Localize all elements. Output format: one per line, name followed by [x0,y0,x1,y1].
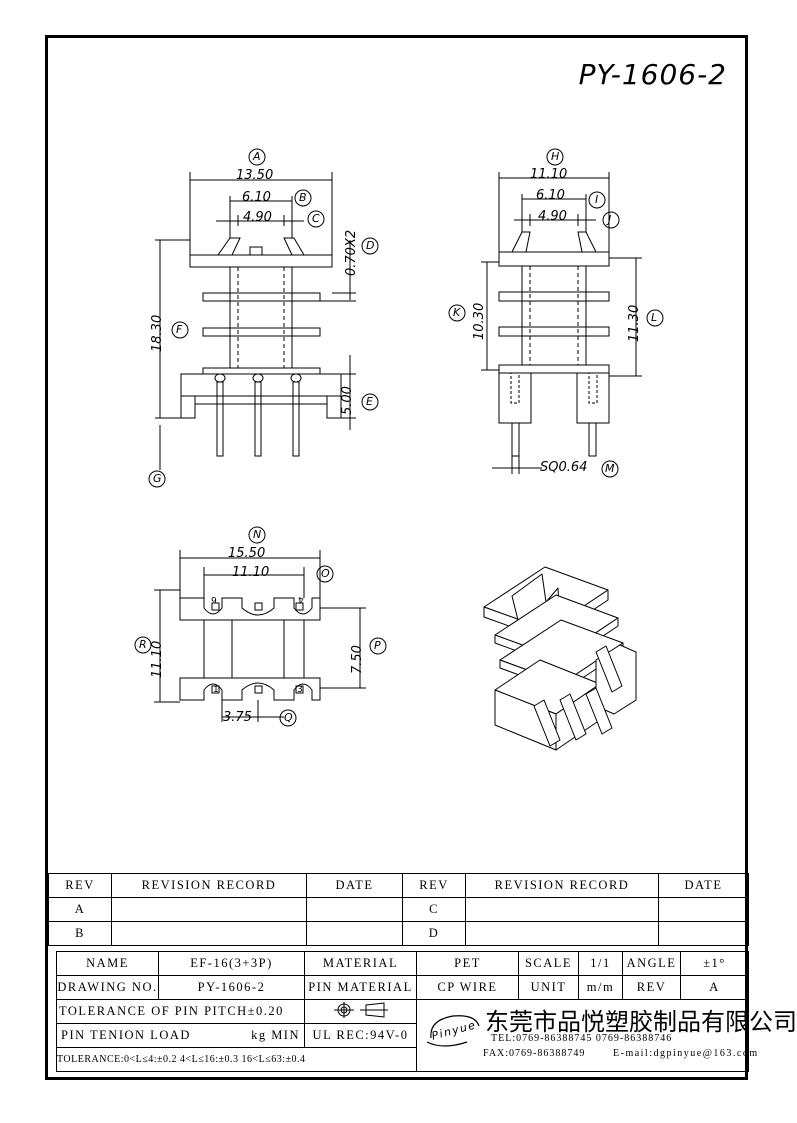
name-value: EF-16(3+3P) [158,951,305,976]
company-fax: FAX:0769-86388749 [483,1048,586,1059]
callout-Q: Q [284,711,293,724]
rev-cell: B [48,921,112,946]
callout-R: R [139,638,147,651]
unit-value: m/m [578,975,623,1000]
drawing-number-title: PY-1606-2 [578,58,727,91]
date-cell [306,897,403,922]
company-name: 东莞市品悦塑胶制品有限公司 [485,1008,797,1036]
callout-I: I [595,193,599,206]
callout-B: B [299,191,307,204]
rev-cell: A [48,897,112,922]
revision-header-row: REV REVISION RECORD DATE REV REVISION RE… [48,873,749,898]
pin-tension-unit: kg MIN [251,1028,300,1042]
dim-A-value: 13.50 [236,168,274,183]
callout-M: M [605,462,615,475]
callout-H: H [551,150,560,163]
logo-icon [426,1015,480,1047]
callout-J: J [608,213,612,226]
record-cell [111,921,307,946]
material-label: MATERIAL [304,951,417,976]
rev-value: A [680,975,749,1000]
record-cell [111,897,307,922]
front-view [155,172,356,470]
unit-label: UNIT [518,975,579,1000]
date-cell [306,921,403,946]
dim-N-value: 15.50 [228,546,266,561]
technical-drawing [154,172,642,751]
callout-D: D [366,239,375,252]
callout-L: L [651,311,658,324]
record-cell [465,897,659,922]
table-row: A C [48,897,749,922]
isometric-view [483,566,637,751]
date-header: DATE [306,873,403,898]
pin-material-label: PIN MATERIAL [304,975,417,1000]
pin-tension-label: PIN TENION LOAD [61,1028,191,1042]
tolerance-line: TOLERANCE:0<L≤4:±0.2 4<L≤16:±0.3 16<L≤63… [56,1047,417,1072]
drawing-frame [45,35,748,1080]
drawing-no-value: PY-1606-2 [158,975,305,1000]
pin-label-3: 3 [297,685,303,695]
title-row-5: TOLERANCE:0<L≤4:±0.2 4<L≤16:±0.3 16<L≤63… [56,1047,749,1072]
dim-B-value: 6.10 [242,190,271,205]
material-value: PET [416,951,519,976]
title-row-4: PIN TENION LOAD kg MIN UL REC:94V-0 [56,1023,749,1048]
revision-record-header-2: REVISION RECORD [465,873,659,898]
callout-O: O [321,567,330,580]
callout-N: N [253,528,262,541]
ul-rec: UL REC:94V-0 [304,1023,417,1048]
tolerance-pitch: TOLERANCE OF PIN PITCH±0.20 [56,999,305,1024]
callout-F: F [176,323,183,336]
pinyue-logo: Pinyue [423,1008,485,1050]
dim-J-value: 4.90 [538,209,567,224]
rev-cell: D [402,921,466,946]
company-block: Pinyue 东莞市品悦塑胶制品有限公司 TEL:0769-86388745 0… [416,999,797,1072]
scale-label: SCALE [518,951,579,976]
date-header-2: DATE [658,873,749,898]
pin-label-6: 6 [211,594,217,604]
dim-C-value: 4.90 [243,210,272,225]
date-cell [658,921,749,946]
title-row-3: TOLERANCE OF PIN PITCH±0.20 Pinyue 东莞市品悦… [56,999,797,1072]
table-row: B D [48,921,749,946]
name-label: NAME [56,951,159,976]
projection-symbol [304,999,417,1024]
dim-I-value: 6.10 [536,188,565,203]
callout-P: P [374,639,381,652]
dim-Q-value: 3.75 [223,710,252,725]
title-row-2: DRAWING NO. PY-1606-2 PIN MATERIAL CP WI… [56,975,749,1000]
company-email: E-mail:dgpinyue@163.com [613,1048,759,1059]
callout-C: C [312,212,320,225]
callout-A: A [253,150,261,163]
angle-label: ANGLE [622,951,681,976]
pin-label-4: 4 [298,594,304,604]
drawing-no-label: DRAWING NO. [56,975,159,1000]
callout-K: K [453,306,461,319]
callout-circles [134,148,664,727]
pin-tension-cell: PIN TENION LOAD kg MIN [56,1023,305,1048]
rev-header-2: REV [402,873,466,898]
rev-label: REV [622,975,681,1000]
revision-table: REV REVISION RECORD DATE REV REVISION RE… [48,873,749,946]
projection-symbol-icon [333,1001,388,1018]
dim-H-value: 11.10 [530,167,568,182]
rev-cell: C [402,897,466,922]
side-view [481,172,642,474]
rev-header: REV [48,873,112,898]
record-cell [465,921,659,946]
callout-G: G [153,472,162,485]
title-row-1: NAME EF-16(3+3P) MATERIAL PET SCALE 1/1 … [56,951,749,976]
bottom-view [154,550,366,722]
pin-label-1: 1 [213,685,219,695]
angle-value: ±1° [680,951,749,976]
pin-material-value: CP WIRE [416,975,519,1000]
scale-value: 1/1 [578,951,623,976]
company-tel: TEL:0769-86388745 0769-86388746 [491,1033,673,1044]
dim-O-value: 11.10 [232,565,270,580]
title-block: NAME EF-16(3+3P) MATERIAL PET SCALE 1/1 … [56,951,797,1072]
callout-E: E [366,395,373,408]
revision-record-header: REVISION RECORD [111,873,307,898]
dim-M-value: SQ0.64 [540,460,588,475]
date-cell [658,897,749,922]
